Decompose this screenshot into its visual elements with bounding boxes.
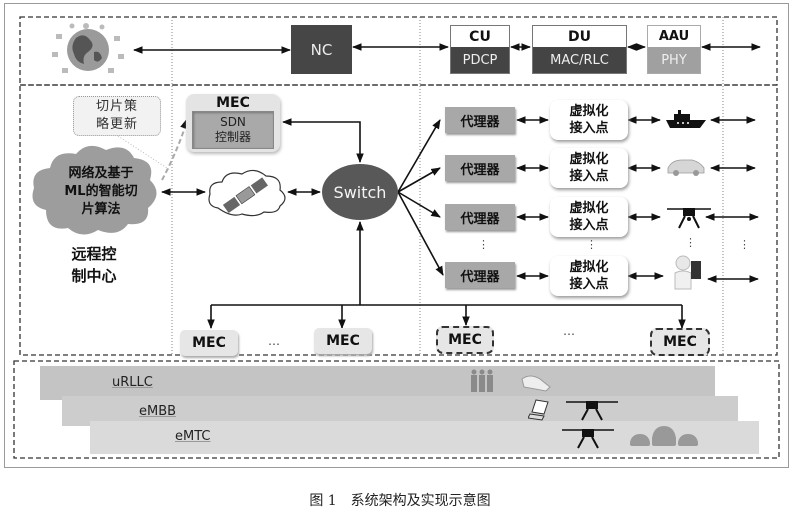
proxy-label: 代理器 (460, 269, 500, 285)
vap-line: 虚拟化 (569, 152, 609, 167)
cloud-line: ML的智能切 (64, 184, 138, 199)
vap-line: 接入点 (569, 121, 609, 136)
connectors (117, 43, 761, 329)
du-sub: MAC/RLC (533, 47, 626, 73)
slice-label-emtc: eMTC (175, 429, 211, 444)
mec-label: MEC (663, 334, 697, 350)
nc-node: NC (291, 25, 352, 74)
slice-band-emtc: eMTC (90, 421, 759, 454)
policy-update-note: 切片策 略更新 (73, 96, 161, 136)
label-line: 远程控 (71, 245, 117, 263)
slice-region (13, 360, 780, 459)
note-line: 切片策 (95, 99, 138, 114)
device-ellipsis: ⋮ (685, 236, 696, 249)
drone-icon (566, 401, 618, 421)
car-icon (667, 159, 705, 176)
middle-region (19, 84, 778, 356)
access-row-links (516, 116, 759, 283)
cu-node: CU PDCP (450, 25, 510, 74)
car-icon (521, 375, 551, 392)
proxy-label: 代理器 (460, 162, 500, 178)
switch-node: Switch (322, 164, 398, 220)
label-line: 制中心 (71, 267, 117, 285)
edge-mec-ellipsis-right: … (563, 324, 575, 338)
switch-proxy3-link (397, 191, 441, 218)
edge-mec-1: MEC (180, 330, 238, 356)
policy-update-dashed-arrow (161, 116, 190, 181)
cars-icon (630, 426, 698, 446)
vap-line: 虚拟化 (569, 260, 609, 275)
cu-sub: PDCP (451, 47, 509, 73)
mec-title: MEC (216, 95, 250, 111)
vap-line: 虚拟化 (569, 104, 609, 119)
vap-line: 接入点 (569, 277, 609, 292)
mec-sdn-controller: MEC SDN 控制器 (186, 94, 280, 152)
person-phone-icon (674, 255, 701, 290)
proxy-label: 代理器 (460, 114, 500, 130)
satellite-cloud-icon (208, 169, 286, 217)
slice-label-urllc: uRLLC (112, 375, 153, 390)
mec-label: MEC (448, 332, 482, 348)
vap-line: 接入点 (569, 218, 609, 233)
cloud-line: 片算法 (81, 202, 121, 217)
mec-label: MEC (192, 335, 226, 351)
proxy-4: 代理器 (445, 262, 515, 288)
proxy-label: 代理器 (460, 211, 500, 227)
aau-node: AAU PHY (647, 25, 701, 74)
aau-sub: PHY (648, 47, 700, 73)
aau-title: AAU (648, 26, 700, 47)
switch-proxy2-link (397, 167, 441, 193)
slice-label-embb: eMBB (139, 404, 177, 419)
du-node: DU MAC/RLC (532, 25, 627, 74)
proxy-1: 代理器 (445, 107, 515, 133)
drone-icon (562, 429, 614, 449)
nc-label: NC (310, 40, 333, 59)
figure-caption: 图 1 系统架构及实现示意图 (309, 493, 491, 509)
edge-mec-ellipsis-left: … (268, 334, 280, 348)
region-borders (13, 16, 780, 459)
proxy-3: 代理器 (445, 204, 515, 230)
note-line: 略更新 (95, 117, 138, 132)
note-pointer (117, 135, 171, 171)
virtual-ap-3: 虚拟化接入点 (550, 197, 628, 237)
proxy-2: 代理器 (445, 155, 515, 181)
slice-band-urllc: uRLLC (40, 366, 715, 400)
ship-icon (666, 110, 706, 128)
remote-control-center-label: 远程控 制中心 (58, 243, 130, 287)
figure-frame (4, 3, 789, 468)
proxy-ellipsis: ⋮ (478, 238, 489, 251)
edge-mec-2: MEC (314, 328, 372, 354)
vap-line: 虚拟化 (569, 201, 609, 216)
people-group-icon (471, 369, 493, 392)
laptop-icon (528, 399, 549, 421)
switch-label: Switch (333, 182, 387, 202)
sdn-line: SDN (220, 115, 246, 129)
sdn-controller-box: SDN 控制器 (192, 111, 274, 149)
globe-iot-icon (52, 23, 124, 73)
du-title: DU (533, 26, 626, 47)
link-ellipsis: ⋮ (739, 238, 750, 251)
edge-mec-4-virtual: MEC (650, 328, 710, 356)
virtual-ap-4: 虚拟化接入点 (550, 256, 628, 296)
vap-ellipsis: ⋮ (586, 238, 597, 251)
switch-proxy1-link (397, 119, 441, 193)
virtual-ap-2: 虚拟化接入点 (550, 148, 628, 188)
mec-label: MEC (326, 333, 360, 349)
sdn-line: 控制器 (214, 130, 251, 144)
sdn-switch-link (282, 118, 364, 163)
switch-proxy4-link (397, 191, 444, 276)
algorithm-cloud-icon (32, 145, 157, 235)
virtual-ap-1: 虚拟化接入点 (550, 100, 628, 140)
cu-title: CU (451, 26, 509, 47)
cloud-line: 网络及基于 (68, 166, 134, 181)
vap-line: 接入点 (569, 169, 609, 184)
algorithm-cloud-text: 网络及基于 ML的智能切 片算法 (38, 162, 164, 222)
drone-icon (667, 208, 711, 229)
edge-mec-3-virtual: MEC (436, 326, 494, 354)
